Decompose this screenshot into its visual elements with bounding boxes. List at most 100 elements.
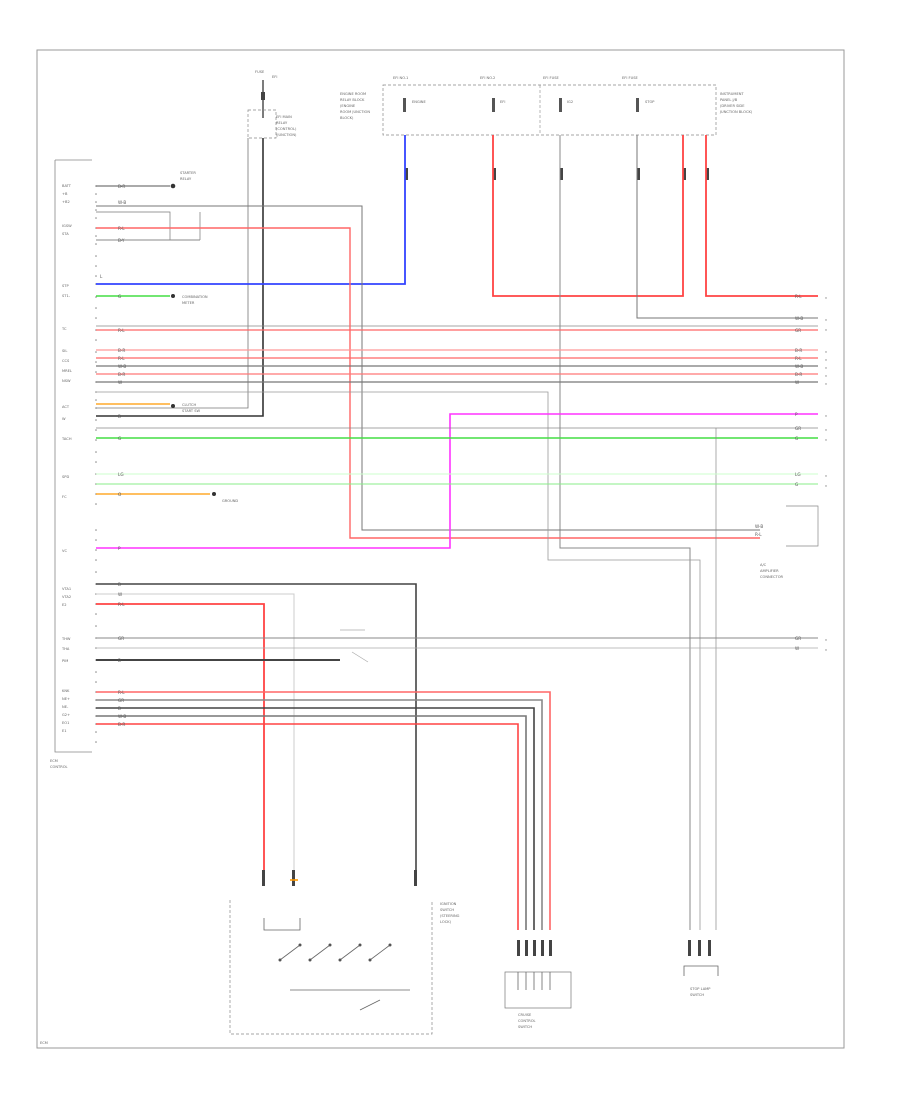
instr-label-3: (DRIVER SIDE <box>720 104 745 108</box>
svg-text:B-R: B-R <box>118 184 125 189</box>
wire-gray-ig2 <box>559 135 691 930</box>
svg-text:G2+: G2+ <box>62 713 70 717</box>
svg-text:GR: GR <box>118 698 124 703</box>
engine-room-junction-block <box>382 84 717 136</box>
svg-text:PIM: PIM <box>62 659 68 663</box>
wire-red-down <box>96 603 265 878</box>
svg-text:B: B <box>118 582 121 587</box>
svg-text:R-L: R-L <box>755 532 762 537</box>
main-relay-label-3: (CONTROL) <box>276 127 297 131</box>
wire-gray-long <box>96 205 760 531</box>
svg-text:W-B: W-B <box>118 364 126 369</box>
svg-text:B: B <box>118 414 121 419</box>
svg-text:W: W <box>795 380 799 385</box>
svg-text:R-L: R-L <box>118 356 125 361</box>
svg-text:EFI FUSE: EFI FUSE <box>622 76 639 80</box>
svg-text:G: G <box>118 436 121 441</box>
fuse-blocks: EFI NO.1 ENGINE EFI NO.2 EFI EFI FUSE IG… <box>393 76 655 104</box>
ecm-name-2: CONTROL <box>50 765 68 769</box>
svg-text:VC: VC <box>62 549 67 553</box>
svg-text:THA: THA <box>61 647 70 651</box>
svg-text:B-R: B-R <box>118 348 125 353</box>
ignition-label-4: LOCK) <box>440 920 452 924</box>
wire-black-down <box>96 583 417 878</box>
svg-text:NE-: NE- <box>62 705 69 709</box>
right-conn-label-1: A/C <box>760 563 767 567</box>
svg-text:B-Y: B-Y <box>118 238 125 243</box>
svg-text:G: G <box>118 294 121 299</box>
ecm-name-1: ECM <box>50 759 58 763</box>
ignition-connectors <box>262 870 417 886</box>
svg-text:W-B: W-B <box>118 200 126 205</box>
junction-label-2: RELAY BLOCK <box>340 98 365 102</box>
svg-text:VTA2: VTA2 <box>62 595 71 599</box>
svg-text:EO1: EO1 <box>62 721 69 725</box>
junction-label-5: BLOCK) <box>340 116 354 120</box>
svg-text:BATT: BATT <box>62 184 72 188</box>
svg-text:E1: E1 <box>62 729 67 733</box>
svg-text:FC: FC <box>62 495 67 499</box>
top-fuse-label-2: EFI <box>272 75 277 79</box>
svg-text:O: O <box>118 492 122 497</box>
stop-lamp-label-1: STOP LAMP <box>690 987 711 991</box>
clutch-label-1: CLUTCH <box>182 403 196 407</box>
right-conn-label-3: CONNECTOR <box>760 575 784 579</box>
svg-text:B-R: B-R <box>118 372 125 377</box>
clutch-label-2: START SW <box>182 409 201 413</box>
stop-lamp-connectors <box>688 940 711 956</box>
svg-text:B-R: B-R <box>795 372 802 377</box>
svg-text:TC: TC <box>61 327 67 331</box>
svg-text:+B2: +B2 <box>62 200 70 204</box>
junction-label-3: (ENGINE <box>340 104 356 108</box>
wire-code-labels: B-R W-B R-L B-Y L G R-L B-R R-L W-B B-R … <box>100 184 803 727</box>
diagram-frame <box>36 49 845 1049</box>
svg-text:EFI: EFI <box>500 100 505 104</box>
svg-text:TACH: TACH <box>61 437 72 441</box>
svg-text:W-B: W-B <box>118 714 126 719</box>
svg-text:GR: GR <box>795 636 801 641</box>
ignition-switch-box <box>229 900 433 1035</box>
svg-text:R-L: R-L <box>795 294 802 299</box>
svg-text:STOP: STOP <box>645 100 655 104</box>
instr-label-1: INSTRUMENT <box>720 92 744 96</box>
ignition-label-3: (STEERING <box>440 914 460 918</box>
svg-text:NSW: NSW <box>62 379 71 383</box>
svg-text:R-L: R-L <box>795 356 802 361</box>
relay-coil-icon <box>170 183 176 189</box>
svg-text:B: B <box>118 706 121 711</box>
wire-gray-stop <box>636 135 818 319</box>
svg-text:W-B: W-B <box>795 364 803 369</box>
svg-text:ACT: ACT <box>62 405 70 409</box>
svg-text:P: P <box>795 412 798 417</box>
main-relay-label-4: (JUNCTION) <box>276 133 297 137</box>
top-connector-markers <box>405 168 709 180</box>
svg-text:SPD: SPD <box>62 475 69 479</box>
svg-text:R-L: R-L <box>118 690 125 695</box>
svg-text:G: G <box>795 482 798 487</box>
starter-relay-label-1: STARTER <box>180 171 196 175</box>
bottom-left-label: ECM <box>40 1041 48 1045</box>
main-relay-label-1: EFI MAIN <box>276 115 292 119</box>
svg-text:P: P <box>118 546 121 551</box>
ignition-label-2: SWITCH <box>440 908 454 912</box>
svg-text:CCS: CCS <box>62 359 70 363</box>
main-relay-box <box>247 109 277 139</box>
right-conn-label-2: AMPLIFIER <box>760 569 779 573</box>
wire-blue <box>96 135 406 285</box>
fuse-element-icons <box>403 98 639 112</box>
svg-text:STP: STP <box>62 284 69 288</box>
ignition-contacts <box>263 918 410 1011</box>
cruise-switch-box <box>504 971 572 1009</box>
junction-label-4: ROOM JUNCTION <box>340 110 370 114</box>
svg-text:STA: STA <box>62 232 69 236</box>
cruise-label-1: CRUISE <box>518 1013 532 1017</box>
svg-text:ENGINE: ENGINE <box>412 100 426 104</box>
svg-text:E2: E2 <box>62 603 67 607</box>
cruise-label-2: CONTROL <box>518 1019 536 1023</box>
svg-text:LG: LG <box>118 472 124 477</box>
svg-text:GR: GR <box>795 328 801 333</box>
svg-text:VTA1: VTA1 <box>62 587 71 591</box>
ignition-label-1: IGNITION <box>440 902 457 906</box>
cruise-label-3: SWITCH <box>518 1025 532 1029</box>
